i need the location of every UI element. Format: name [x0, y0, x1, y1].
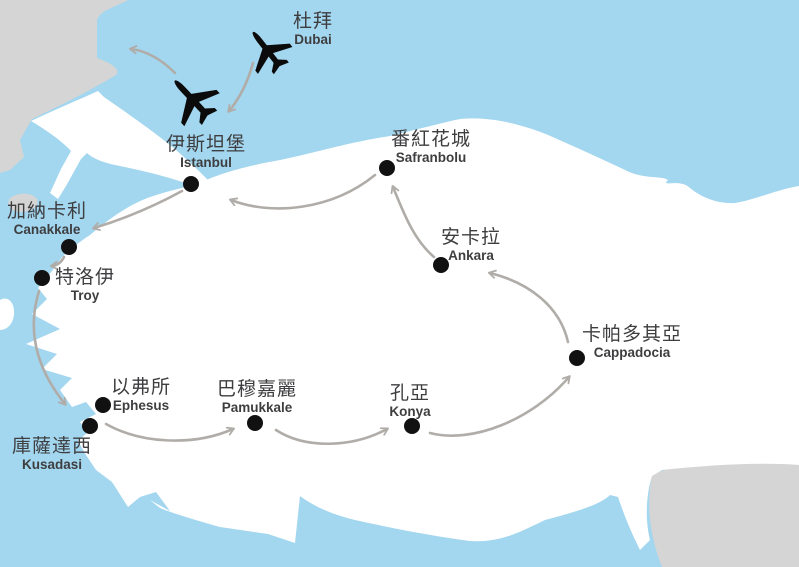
land-thrace	[31, 91, 208, 199]
island-gray	[8, 193, 38, 213]
city-name-zh: 加納卡利	[6, 201, 88, 222]
city-name-en: Troy	[70, 288, 100, 304]
city-name-en: Safranbolu	[395, 150, 467, 166]
city-label-istanbul: 伊斯坦堡 Istanbul	[166, 134, 246, 170]
city-dot-ephesus	[95, 397, 111, 413]
city-dot-ankara	[433, 257, 449, 273]
city-dot-troy	[34, 270, 50, 286]
route-kusadasi-pamukkale	[104, 422, 233, 442]
city-dot-canakkale	[61, 239, 77, 255]
route-konya-cappadocia	[428, 377, 569, 437]
city-name-en: Ankara	[448, 248, 494, 264]
city-name-zh: 庫薩達西	[11, 436, 93, 457]
city-name-zh: 卡帕多其亞	[581, 324, 683, 345]
city-name-en: Konya	[389, 404, 431, 420]
city-name-zh: 伊斯坦堡	[165, 134, 247, 155]
city-label-dubai: 杜拜 Dubai	[293, 11, 333, 47]
city-label-kusadasi: 庫薩達西 Kusadasi	[12, 436, 92, 472]
city-name-zh: 巴穆嘉麗	[216, 379, 298, 400]
city-name-zh: 安卡拉	[440, 227, 502, 248]
route-canakkale-troy	[52, 255, 66, 266]
city-name-en: Istanbul	[180, 155, 232, 171]
city-label-ankara: 安卡拉 Ankara	[441, 227, 501, 263]
city-label-safranbolu: 番紅花城 Safranbolu	[391, 129, 471, 165]
route-pamukkale-konya	[274, 429, 387, 446]
city-name-en: Canakkale	[13, 222, 81, 238]
city-name-en: Cappadocia	[593, 345, 671, 361]
city-name-zh: 孔亞	[389, 383, 431, 404]
route-istanbul-departure	[131, 49, 177, 75]
city-name-en: Dubai	[294, 32, 332, 48]
city-name-zh: 特洛伊	[54, 267, 116, 288]
city-name-zh: 番紅花城	[390, 129, 472, 150]
island-white	[0, 298, 15, 330]
route-ankara-safranbolu	[393, 187, 436, 259]
route-troy-kusadasi	[32, 289, 65, 404]
land-syria	[649, 459, 799, 567]
city-name-en: Kusadasi	[21, 457, 83, 473]
city-dot-konya	[404, 418, 420, 434]
city-name-en: Ephesus	[112, 398, 170, 414]
city-label-canakkale: 加納卡利 Canakkale	[7, 201, 87, 237]
city-name-en: Pamukkale	[221, 400, 293, 416]
city-label-cappadocia: 卡帕多其亞 Cappadocia	[582, 324, 682, 360]
city-dot-safranbolu	[379, 160, 395, 176]
city-label-ephesus: 以弗所 Ephesus	[111, 377, 171, 413]
city-label-pamukkale: 巴穆嘉麗 Pamukkale	[217, 379, 297, 415]
city-label-konya: 孔亞 Konya	[389, 383, 430, 419]
land-anatolia	[26, 118, 799, 551]
city-dot-kusadasi	[82, 418, 98, 434]
route-safranbolu-istanbul	[231, 173, 377, 210]
land-balkans	[0, 0, 128, 173]
route-cappadocia-ankara	[490, 273, 570, 344]
city-dot-pamukkale	[247, 415, 263, 431]
city-name-zh: 杜拜	[292, 11, 334, 32]
city-name-zh: 以弗所	[110, 377, 172, 398]
city-dot-istanbul	[183, 176, 199, 192]
city-dot-cappadocia	[569, 350, 585, 366]
route-istanbul-canakkale	[94, 189, 184, 228]
route-dubai-istanbul	[229, 61, 255, 111]
city-label-troy: 特洛伊 Troy	[55, 267, 115, 303]
